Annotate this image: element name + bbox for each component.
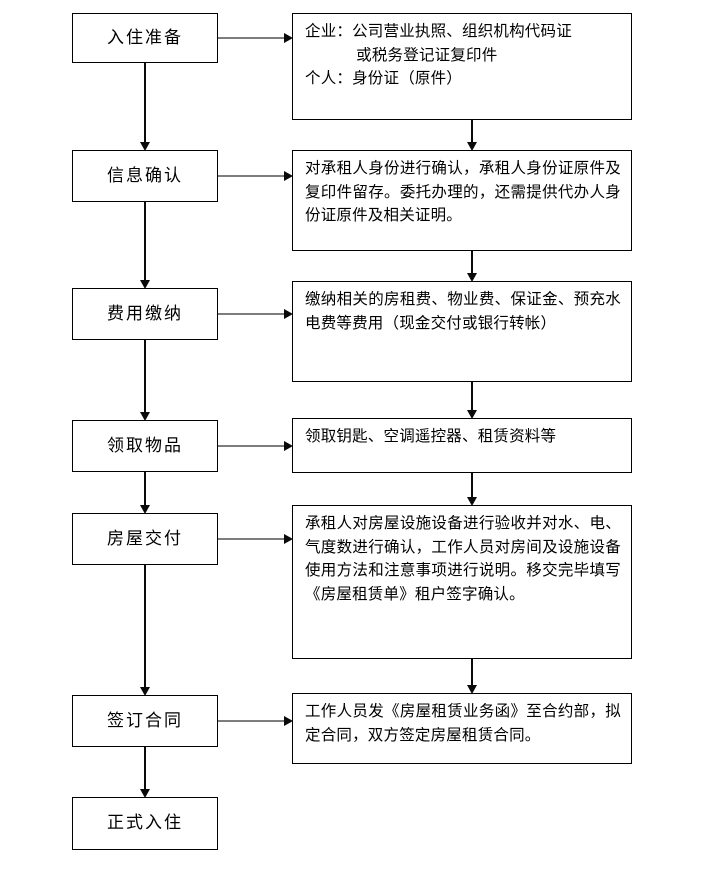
arrow-head-down-icon: [139, 505, 150, 514]
vertical-connector: [144, 472, 146, 505]
detail-line: 工作人员发《房屋租赁业务函》至合约部，拟定合同，双方签定房屋租赁合同。: [305, 703, 621, 744]
detail-text: 缴纳相关的房租费、物业费、保证金、预充水电费等费用（现金交付或银行转帐）: [305, 288, 621, 335]
vertical-connector: [471, 659, 473, 685]
detail-line: 对承租人身份进行确认，承租人身份证原件及复印件留存。委托办理的，还需提供代办人身…: [305, 160, 621, 225]
arrow-head-down-icon: [466, 497, 477, 506]
horizontal-connector: [218, 37, 284, 39]
detail-line: 承租人对房屋设施设备进行验收并对水、电、气度数进行确认，工作人员对房间及设施设备…: [305, 515, 621, 603]
detail-text: 工作人员发《房屋租赁业务函》至合约部，拟定合同，双方签定房屋租赁合同。: [305, 700, 621, 747]
detail-text: 企业：公司营业执照、组织机构代码证或税务登记证复印件个人：身份证（原件）: [305, 20, 621, 91]
stage-label: 领取物品: [107, 435, 183, 455]
detail-box[interactable]: 领取钥匙、空调遥控器、租赁资料等: [292, 418, 632, 473]
detail-box[interactable]: 工作人员发《房屋租赁业务函》至合约部，拟定合同，双方签定房屋租赁合同。: [292, 693, 632, 764]
arrow-head-down-icon: [466, 410, 477, 419]
arrow-head-right-icon: [284, 32, 293, 43]
horizontal-connector: [218, 175, 284, 177]
detail-line: 领取钥匙、空调遥控器、租赁资料等: [305, 428, 557, 445]
vertical-connector: [144, 747, 146, 789]
detail-box[interactable]: 承租人对房屋设施设备进行验收并对水、电、气度数进行确认，工作人员对房间及设施设备…: [292, 505, 632, 659]
arrow-head-right-icon: [284, 440, 293, 451]
detail-line: 个人：身份证（原件）: [305, 70, 463, 88]
detail-box[interactable]: 企业：公司营业执照、组织机构代码证或税务登记证复印件个人：身份证（原件）: [292, 13, 632, 120]
arrow-head-down-icon: [466, 273, 477, 282]
vertical-connector: [144, 340, 146, 412]
vertical-connector: [471, 382, 473, 410]
arrow-head-down-icon: [139, 412, 150, 421]
vertical-connector: [144, 63, 146, 142]
vertical-connector: [471, 251, 473, 273]
stage-label: 费用缴纳: [107, 303, 183, 323]
arrow-head-right-icon: [284, 170, 293, 181]
vertical-connector: [144, 565, 146, 687]
horizontal-connector: [218, 445, 284, 447]
detail-box[interactable]: 缴纳相关的房租费、物业费、保证金、预充水电费等费用（现金交付或银行转帐）: [292, 281, 632, 382]
stage-box[interactable]: 正式入住: [72, 797, 218, 850]
stage-label: 签订合同: [107, 710, 183, 730]
vertical-connector: [471, 473, 473, 497]
stage-label: 信息确认: [107, 165, 183, 185]
detail-box[interactable]: 对承租人身份进行确认，承租人身份证原件及复印件留存。委托办理的，还需提供代办人身…: [292, 150, 632, 251]
stage-label: 房屋交付: [107, 528, 183, 548]
arrow-head-down-icon: [139, 280, 150, 289]
stage-box[interactable]: 房屋交付: [72, 513, 218, 565]
arrow-head-down-icon: [139, 789, 150, 798]
vertical-connector: [144, 202, 146, 280]
arrow-head-down-icon: [139, 687, 150, 696]
detail-line: 或税务登记证复印件: [356, 46, 498, 64]
stage-box[interactable]: 领取物品: [72, 420, 218, 472]
horizontal-connector: [218, 538, 284, 540]
detail-line: 企业：公司营业执照、组织机构代码证: [305, 23, 572, 40]
arrow-head-down-icon: [139, 142, 150, 151]
arrow-head-right-icon: [284, 308, 293, 319]
stage-box[interactable]: 信息确认: [72, 150, 218, 202]
stage-box[interactable]: 入住准备: [72, 13, 218, 63]
stage-box[interactable]: 签订合同: [72, 695, 218, 747]
stage-label: 正式入住: [107, 813, 183, 833]
detail-text: 承租人对房屋设施设备进行验收并对水、电、气度数进行确认，工作人员对房间及设施设备…: [305, 512, 621, 606]
detail-text: 领取钥匙、空调遥控器、租赁资料等: [305, 425, 621, 449]
arrow-head-right-icon: [284, 533, 293, 544]
arrow-head-right-icon: [284, 715, 293, 726]
horizontal-connector: [218, 720, 284, 722]
arrow-head-down-icon: [466, 142, 477, 151]
stage-label: 入住准备: [107, 27, 183, 47]
horizontal-connector: [218, 313, 284, 315]
vertical-connector: [471, 120, 473, 142]
arrow-head-down-icon: [466, 685, 477, 694]
detail-text: 对承租人身份进行确认，承租人身份证原件及复印件留存。委托办理的，还需提供代办人身…: [305, 157, 621, 228]
detail-line: 缴纳相关的房租费、物业费、保证金、预充水电费等费用（现金交付或银行转帐）: [305, 291, 621, 332]
stage-box[interactable]: 费用缴纳: [72, 288, 218, 340]
